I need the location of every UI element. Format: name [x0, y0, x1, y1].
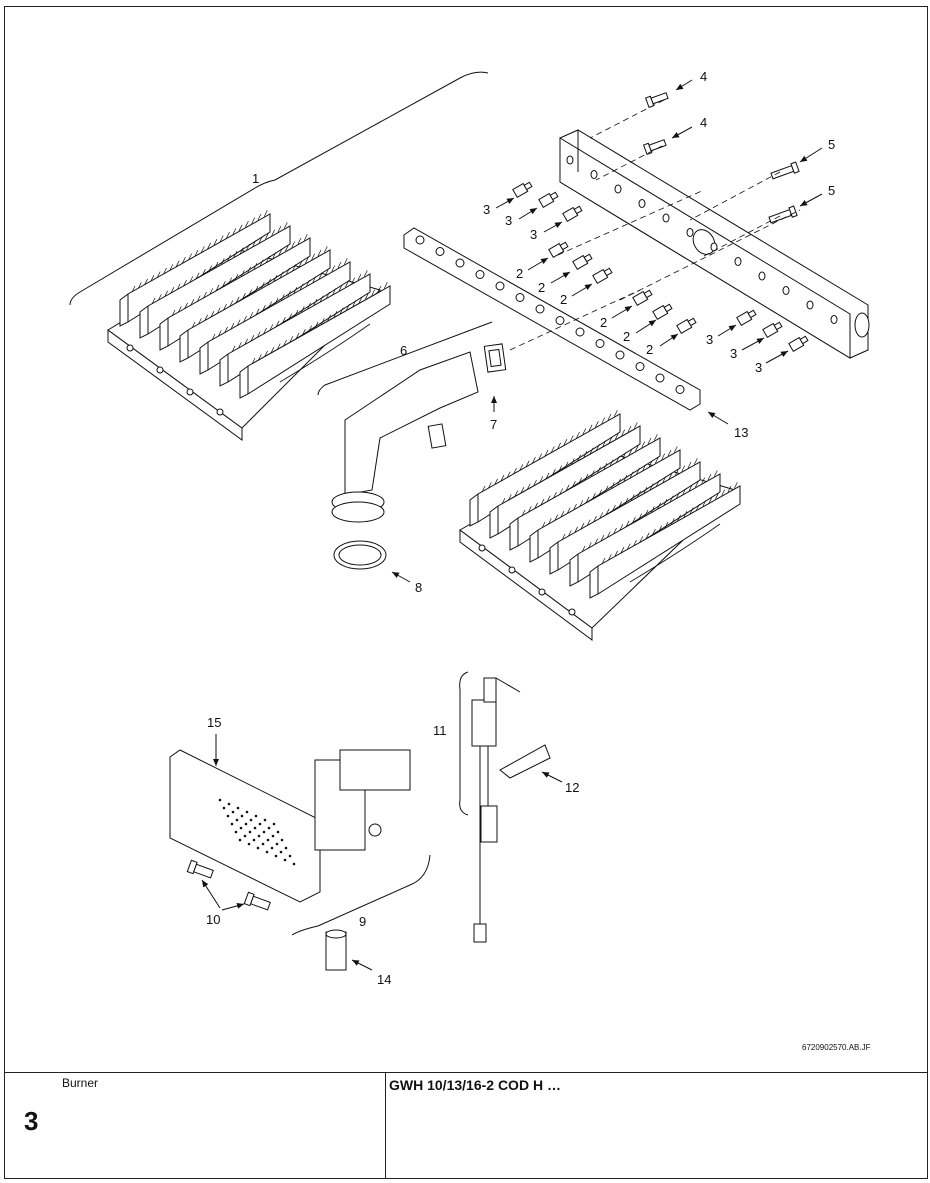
gas-manifold — [559, 129, 870, 359]
ionisation-electrode — [459, 671, 551, 943]
callout-4b: 4 — [700, 115, 707, 130]
burner-jets — [512, 181, 809, 353]
callout-3a: 3 — [483, 202, 490, 217]
callout-1: 1 — [252, 171, 259, 186]
callout-13: 13 — [734, 425, 748, 440]
callout-2e: 2 — [623, 329, 630, 344]
gas-connection-pipe — [317, 321, 507, 570]
leader-lines — [201, 79, 823, 971]
sheet-frame — [4, 6, 928, 1179]
callout-12: 12 — [565, 780, 579, 795]
callout-3f: 3 — [755, 360, 762, 375]
callout-2c: 2 — [560, 292, 567, 307]
footer-divider — [4, 1072, 928, 1073]
shield-perforations — [218, 798, 296, 866]
strip-holes — [415, 235, 685, 394]
burner-blades-left — [119, 210, 391, 399]
callout-5a: 5 — [828, 137, 835, 152]
callout-6: 6 — [400, 343, 407, 358]
callout-5b: 5 — [828, 183, 835, 198]
callout-7: 7 — [490, 417, 497, 432]
callout-2f: 2 — [646, 342, 653, 357]
callout-2d: 2 — [600, 315, 607, 330]
model-title: GWH 10/13/16-2 COD H … — [389, 1077, 561, 1093]
footer-column-divider — [385, 1072, 386, 1179]
callout-3e: 3 — [730, 346, 737, 361]
callout-8: 8 — [415, 580, 422, 595]
callout-3c: 3 — [530, 227, 537, 242]
callout-10: 10 — [206, 912, 220, 927]
burner-assembly-left — [69, 71, 489, 441]
callout-11: 11 — [433, 723, 447, 738]
ignition-unit — [169, 749, 431, 971]
exploded-view-drawing: 1 2 2 2 2 2 2 3 3 3 3 3 3 4 4 5 5 6 7 8 … — [69, 69, 871, 1052]
callout-3b: 3 — [505, 213, 512, 228]
burner-assembly-right — [459, 410, 741, 641]
ignition-strip — [403, 227, 701, 411]
screws-4-5 — [642, 92, 800, 224]
callout-labels: 1 2 2 2 2 2 2 3 3 3 3 3 3 4 4 5 5 6 7 8 … — [206, 69, 835, 987]
callout-3d: 3 — [706, 332, 713, 347]
assembly-lines — [509, 99, 801, 351]
burner-blades-right — [469, 410, 741, 599]
section-title: Burner — [62, 1076, 99, 1090]
manifold-jet-holes — [566, 155, 838, 324]
section-number: 3 — [24, 1106, 39, 1136]
callout-15: 15 — [207, 715, 221, 730]
callout-9: 9 — [359, 914, 366, 929]
drawing-code: 6720902570.AB.JF — [802, 1043, 871, 1052]
callout-4a: 4 — [700, 69, 707, 84]
callout-2b: 2 — [538, 280, 545, 295]
callout-14: 14 — [377, 972, 391, 987]
callout-2a: 2 — [516, 266, 523, 281]
